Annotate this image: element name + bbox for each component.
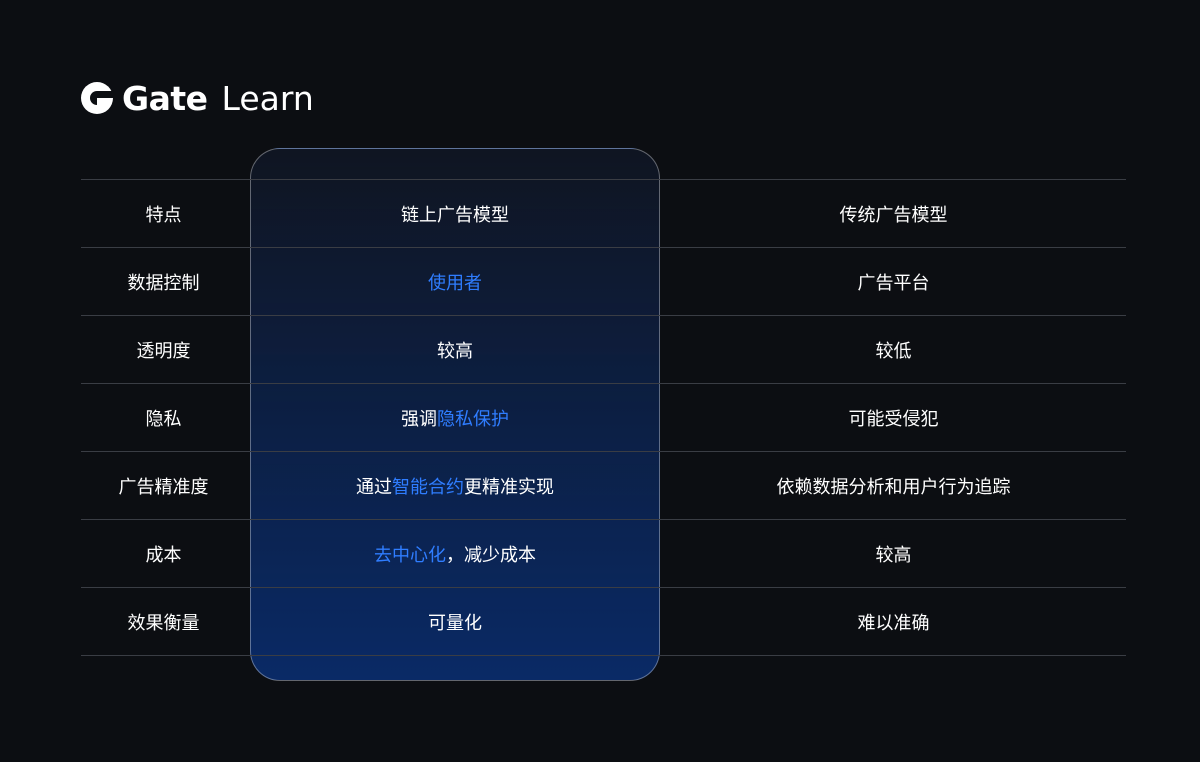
onchain-cell: 较高 <box>250 316 660 383</box>
highlight-text: 去中心化 <box>374 544 446 566</box>
header-feature: 特点 <box>145 204 182 226</box>
traditional-cell: 依赖数据分析和用户行为追踪 <box>776 476 1011 498</box>
traditional-cell: 较低 <box>875 340 912 362</box>
feature-cell: 广告精准度 <box>118 476 209 498</box>
table-row: 透明度 较高 较低 <box>81 315 1126 383</box>
traditional-cell: 广告平台 <box>857 272 930 294</box>
feature-cell: 隐私 <box>145 408 182 430</box>
brand-name: Gate <box>122 78 208 118</box>
traditional-cell: 可能受侵犯 <box>848 408 939 430</box>
comparison-table: 特点 链上广告模型 传统广告模型 数据控制使用者广告平台透明度较高较低隐私强调隐… <box>81 179 1126 656</box>
onchain-highlight-column <box>250 148 660 681</box>
onchain-cell: 强调隐私保护 <box>250 384 660 451</box>
cell-text: ，减少成本 <box>446 544 536 566</box>
table-row: 广告精准度 通过智能合约更精准实现 依赖数据分析和用户行为追踪 <box>81 451 1126 519</box>
header-onchain: 链上广告模型 <box>401 204 509 226</box>
feature-cell: 效果衡量 <box>127 612 200 634</box>
highlight-text: 隐私保护 <box>437 408 509 430</box>
onchain-cell: 可量化 <box>250 588 660 655</box>
onchain-cell: 使用者 <box>250 248 660 315</box>
feature-cell: 成本 <box>145 544 182 566</box>
table-row: 成本 去中心化，减少成本 较高 <box>81 519 1126 587</box>
cell-text: 较高 <box>437 340 473 362</box>
brand-suffix: Learn <box>221 78 314 118</box>
header-traditional: 传统广告模型 <box>839 204 948 226</box>
highlight-text: 智能合约 <box>392 476 464 498</box>
onchain-cell: 通过智能合约更精准实现 <box>250 452 660 519</box>
cell-text: 可量化 <box>428 612 482 634</box>
feature-cell: 透明度 <box>136 340 191 362</box>
cell-text: 更精准实现 <box>464 476 554 498</box>
table-row: 效果衡量 可量化 难以准确 <box>81 587 1126 656</box>
brand-logo: Gate Learn <box>80 78 314 118</box>
traditional-cell: 难以准确 <box>857 612 930 634</box>
feature-cell: 数据控制 <box>127 272 200 294</box>
table-row: 数据控制 使用者 广告平台 <box>81 247 1126 315</box>
table-header-row: 特点 链上广告模型 传统广告模型 <box>81 179 1126 247</box>
traditional-cell: 较高 <box>875 544 912 566</box>
onchain-cell: 去中心化，减少成本 <box>250 520 660 587</box>
gate-logo-icon <box>81 82 114 114</box>
highlight-text: 使用者 <box>428 272 482 294</box>
cell-text: 通过 <box>356 476 392 498</box>
table-row: 隐私 强调隐私保护 可能受侵犯 <box>81 383 1126 451</box>
cell-text: 强调 <box>401 408 437 430</box>
